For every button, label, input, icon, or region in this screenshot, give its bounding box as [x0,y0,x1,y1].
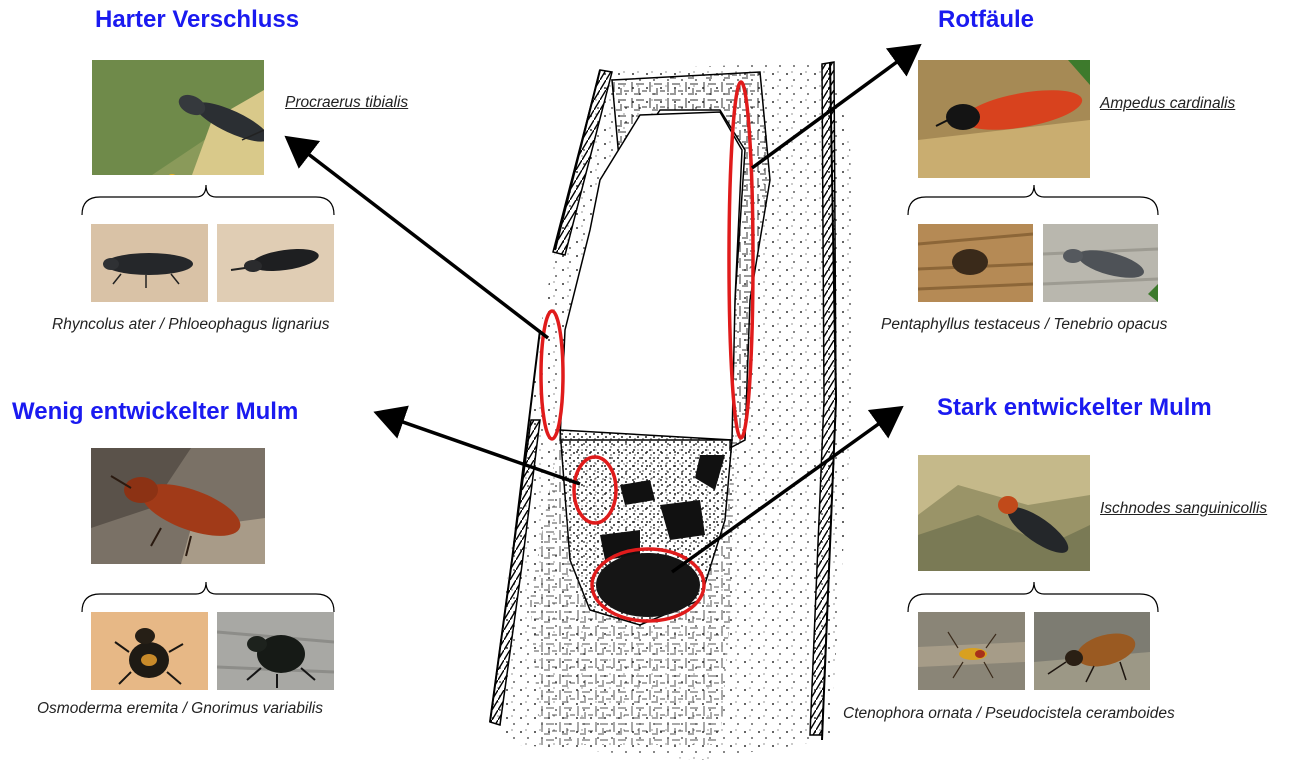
photo-tenebrio-opacus [1043,224,1158,302]
photo-gnorimus-variabilis [217,612,334,690]
photo-ischnodes-sanguinicollis [918,455,1090,571]
photo-pentaphyllus-testaceus [918,224,1033,302]
photo-ctenophora-ornata [918,612,1025,690]
photo-osmoderma-eremita [91,612,208,690]
photo-pseudocistela-ceramboides [1034,612,1150,690]
tree-trunk [490,62,855,760]
photo-rhyncolus-ater [91,224,208,302]
bracket-top-right [908,185,1158,215]
bracket-bottom-right [908,582,1158,612]
bracket-bottom-left [82,582,334,612]
photo-ampedus-cardinalis [918,60,1090,178]
bracket-top-left [82,185,334,215]
photo-phloeophagus-lignarius [217,224,334,302]
photo-procraerus-tibialis [92,60,264,175]
photo-wenig-mulm-main [91,448,265,564]
